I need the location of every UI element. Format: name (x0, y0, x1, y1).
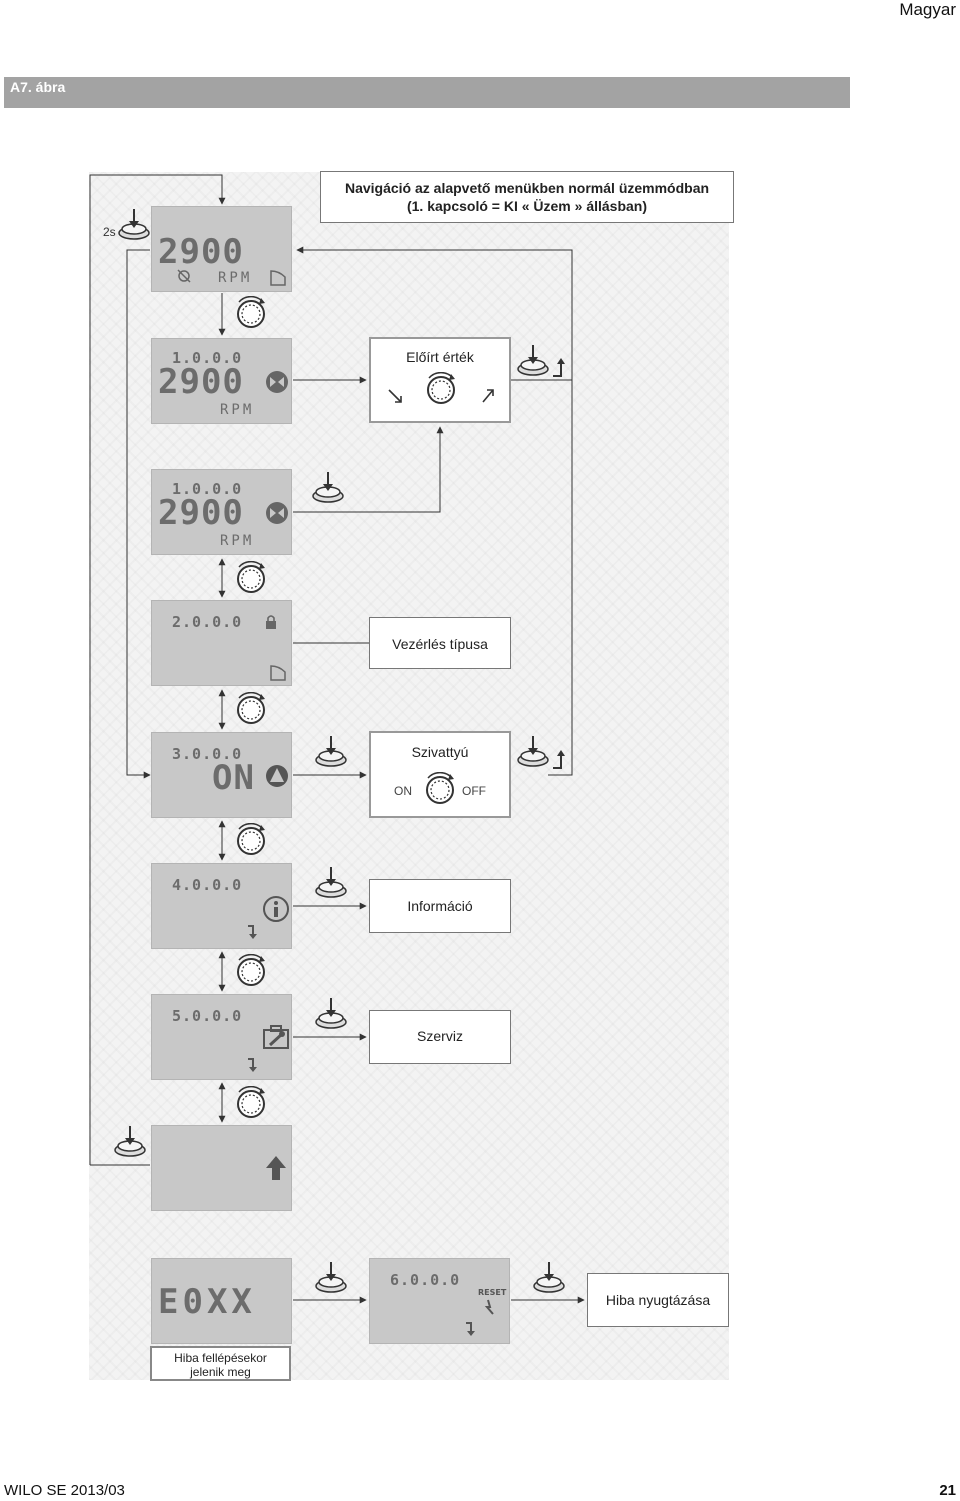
lcd-menu-number: 1.0.0.0 (172, 349, 243, 367)
lcd-main-value: 2900 (158, 232, 244, 272)
lcd-pump-state: ON (212, 758, 255, 798)
lcd-value: 2900 (158, 362, 244, 402)
service-label: Szerviz (417, 1028, 463, 1044)
footer-publisher: WILO SE 2013/03 (4, 1482, 125, 1499)
lock-icon (266, 615, 276, 629)
lcd-unit: RPM (220, 533, 255, 549)
lcd-screen-2000: 2.0.0.0 (151, 600, 292, 686)
lcd-screen-error: E0XX (151, 1258, 292, 1344)
title-line-2: (1. kapcsoló = KI « Üzem » állásban) (406, 198, 648, 214)
press-button-icon (118, 209, 150, 240)
error-note-line-1: Hiba fellépésekor (174, 1351, 267, 1365)
lcd-error-code: E0XX (158, 1282, 256, 1322)
setpoint-adjust-icons (388, 389, 494, 403)
lcd-screen-6000: 6.0.0.0 RESET (369, 1258, 510, 1344)
reset-label: RESET (478, 1288, 507, 1297)
lcd-unit: RPM (220, 402, 255, 418)
language-label: Magyar (899, 0, 956, 19)
lcd-main-unit: RPM (218, 270, 253, 286)
control-type-box: Vezérlés típusa (369, 617, 511, 669)
back-arrow-icon (266, 1156, 286, 1180)
lcd-value: 2900 (158, 493, 244, 533)
rotary-knob-icon (237, 823, 265, 855)
enter-submenu-icon (248, 1058, 257, 1072)
title-box: Navigáció az alapvető menükben normál üz… (320, 171, 734, 223)
return-arrow-icon (553, 750, 565, 769)
error-ack-box: Hiba nyugtázása (587, 1273, 729, 1327)
press-button-icon (315, 1262, 347, 1293)
enter-submenu-icon (248, 925, 257, 939)
return-arrow-icon (553, 358, 565, 377)
control-curve-icon (270, 665, 286, 681)
lcd-screen-1000-b: 1.0.0.0 2900 RPM (151, 469, 292, 555)
lcd-screen-3000: 3.0.0.0 ON (151, 732, 292, 818)
setpoint-label: Előírt érték (406, 349, 474, 365)
info-label: Információ (407, 898, 473, 914)
enter-submenu-icon (466, 1322, 475, 1336)
lcd-screen-back (151, 1125, 292, 1211)
press-button-icon (114, 1126, 146, 1157)
timer-label: 2s (103, 225, 116, 239)
pump-off-label: OFF (462, 784, 486, 798)
info-icon (263, 896, 289, 922)
rotary-knob-icon (237, 296, 265, 328)
rotary-knob-icon (426, 772, 454, 804)
service-wrench-icon (263, 1025, 289, 1049)
lcd-screen-main: 2900 RPM (151, 206, 292, 292)
pump-label: Szivattyú (411, 744, 469, 760)
error-note-box: Hiba fellépésekor jelenik meg (150, 1346, 291, 1381)
lcd-screen-4000: 4.0.0.0 (151, 863, 292, 949)
figure-label: A7. ábra (10, 79, 66, 95)
lcd-screen-1000-a: 1.0.0.0 2900 RPM (151, 338, 292, 424)
fault-bolt-icon (484, 1299, 494, 1315)
rotary-knob-icon (237, 954, 265, 986)
press-button-icon (533, 1262, 565, 1293)
figure-header-bar (4, 77, 850, 108)
service-box: Szerviz (369, 1010, 511, 1064)
no-control-icon (177, 269, 191, 283)
setpoint-edit-icon (266, 371, 288, 393)
lcd-screen-5000: 5.0.0.0 (151, 994, 292, 1080)
lcd-menu-number: 1.0.0.0 (172, 480, 243, 498)
rotary-knob-icon (237, 1086, 265, 1118)
press-button-icon (315, 736, 347, 767)
rotary-knob-icon (237, 692, 265, 724)
lcd-menu-number: 5.0.0.0 (172, 1007, 243, 1025)
rotary-knob-icon (237, 561, 265, 593)
press-button-icon (312, 472, 344, 503)
lcd-menu-number: 4.0.0.0 (172, 876, 243, 894)
press-button-icon (517, 736, 549, 767)
page-number: 21 (939, 1482, 956, 1499)
pump-icon (266, 765, 288, 787)
press-button-icon (517, 345, 549, 376)
lcd-menu-number: 3.0.0.0 (172, 745, 243, 763)
press-button-icon (315, 867, 347, 898)
control-type-label: Vezérlés típusa (392, 636, 488, 652)
error-note-line-2: jelenik meg (190, 1365, 251, 1379)
info-box: Információ (369, 879, 511, 933)
rotary-knob-icon (427, 372, 455, 404)
error-ack-label: Hiba nyugtázása (605, 1292, 711, 1308)
lcd-menu-number: 2.0.0.0 (172, 613, 243, 631)
title-line-1: Navigáció az alapvető menükben normál üz… (344, 180, 710, 196)
press-button-icon (315, 998, 347, 1029)
setpoint-edit-icon (266, 502, 288, 524)
control-curve-icon (270, 270, 286, 286)
pump-on-label: ON (394, 784, 412, 798)
lcd-menu-number: 6.0.0.0 (390, 1271, 461, 1289)
